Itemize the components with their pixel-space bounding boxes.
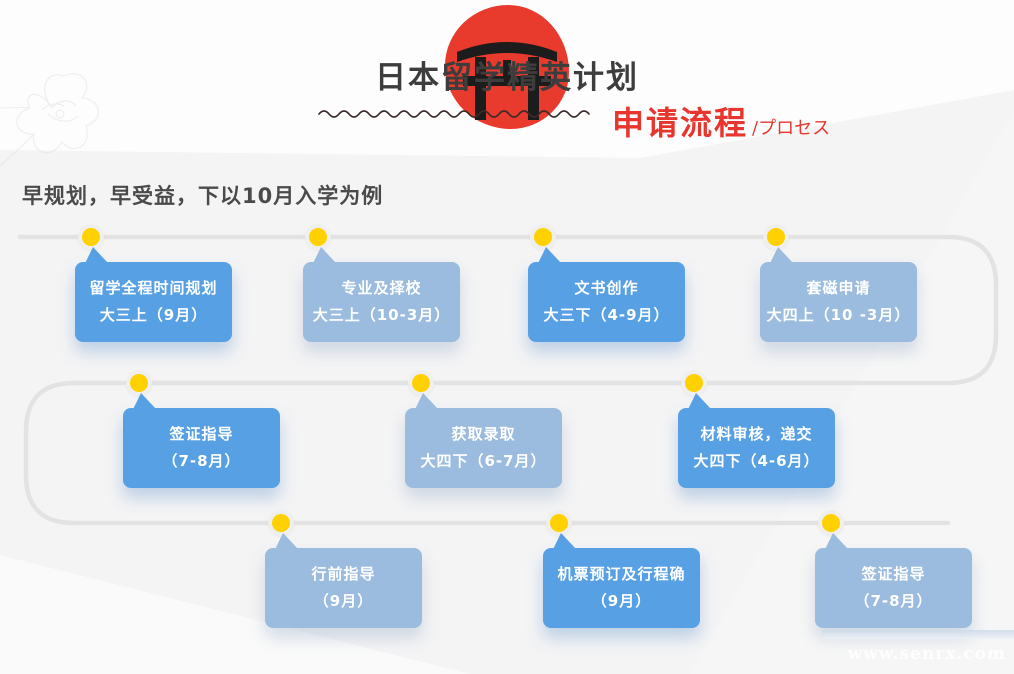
timeline-node	[681, 370, 707, 396]
timeline-node	[78, 224, 104, 250]
section-title: 申请流程	[612, 104, 749, 142]
timeline-node	[763, 224, 789, 250]
step-period: 大四下（4-6月）	[693, 452, 820, 470]
timeline-node	[268, 510, 294, 536]
step-card-contact-apply: 套磁申请 大四上（10 -3月）	[760, 247, 917, 342]
step-card-plan: 留学全程时间规划 大三上（9月）	[75, 247, 232, 342]
timeline-node	[408, 370, 434, 396]
timeline-node	[530, 224, 556, 250]
step-title: 机票预订及行程确	[557, 565, 686, 583]
wave-divider	[318, 110, 590, 118]
step-title: 留学全程时间规划	[89, 279, 218, 297]
intro-text: 早规划，早受益，下以10月入学为例	[22, 184, 384, 208]
step-period: 大三上（10-3月）	[312, 306, 451, 324]
step-card-major-school: 专业及择校 大三上（10-3月）	[303, 247, 460, 342]
step-period: 大四下（6-7月）	[420, 452, 547, 470]
step-period: 大三上（9月）	[99, 306, 208, 324]
watermark-strip	[822, 630, 1014, 639]
step-card-flight-itinerary: 机票预订及行程确 （9月）	[543, 533, 700, 628]
timeline-node	[818, 510, 844, 536]
step-period: （7-8月）	[162, 452, 241, 470]
blossom-icon	[0, 73, 99, 167]
step-card-visa-guide: 签证指导 （7-8月）	[123, 393, 280, 488]
step-card-documents: 文书创作 大三下（4-9月）	[528, 247, 685, 342]
step-title: 文书创作	[574, 279, 639, 297]
step-title: 套磁申请	[806, 279, 871, 297]
step-period: （9月）	[313, 592, 374, 610]
step-period: 大四上（10 -3月）	[766, 306, 911, 324]
timeline-node	[126, 370, 152, 396]
step-title: 签证指导	[861, 565, 926, 583]
step-title: 行前指导	[311, 565, 376, 583]
step-title: 签证指导	[169, 425, 234, 443]
step-title: 获取录取	[451, 425, 516, 443]
watermark-text: www.senrx.com	[847, 644, 1006, 664]
step-title: 专业及择校	[341, 279, 422, 297]
step-card-admission: 获取录取 大四下（6-7月）	[405, 393, 562, 488]
step-title: 材料审核，递交	[700, 425, 813, 443]
step-period: （7-8月）	[854, 592, 933, 610]
step-card-review-submit: 材料审核，递交 大四下（4-6月）	[678, 393, 835, 488]
timeline-node	[546, 510, 572, 536]
step-period: （9月）	[591, 592, 652, 610]
section-subtitle: /プロセス	[752, 118, 831, 139]
step-card-visa-guide-2: 签证指导 （7-8月）	[815, 533, 972, 628]
timeline-node	[305, 224, 331, 250]
page-title: 日本留学精英计划	[375, 60, 639, 96]
section-heading: 申请流程/プロセス	[612, 98, 830, 144]
step-period: 大三下（4-9月）	[543, 306, 670, 324]
step-card-predeparture: 行前指导 （9月）	[265, 533, 422, 628]
torii-gate-icon	[457, 42, 557, 120]
